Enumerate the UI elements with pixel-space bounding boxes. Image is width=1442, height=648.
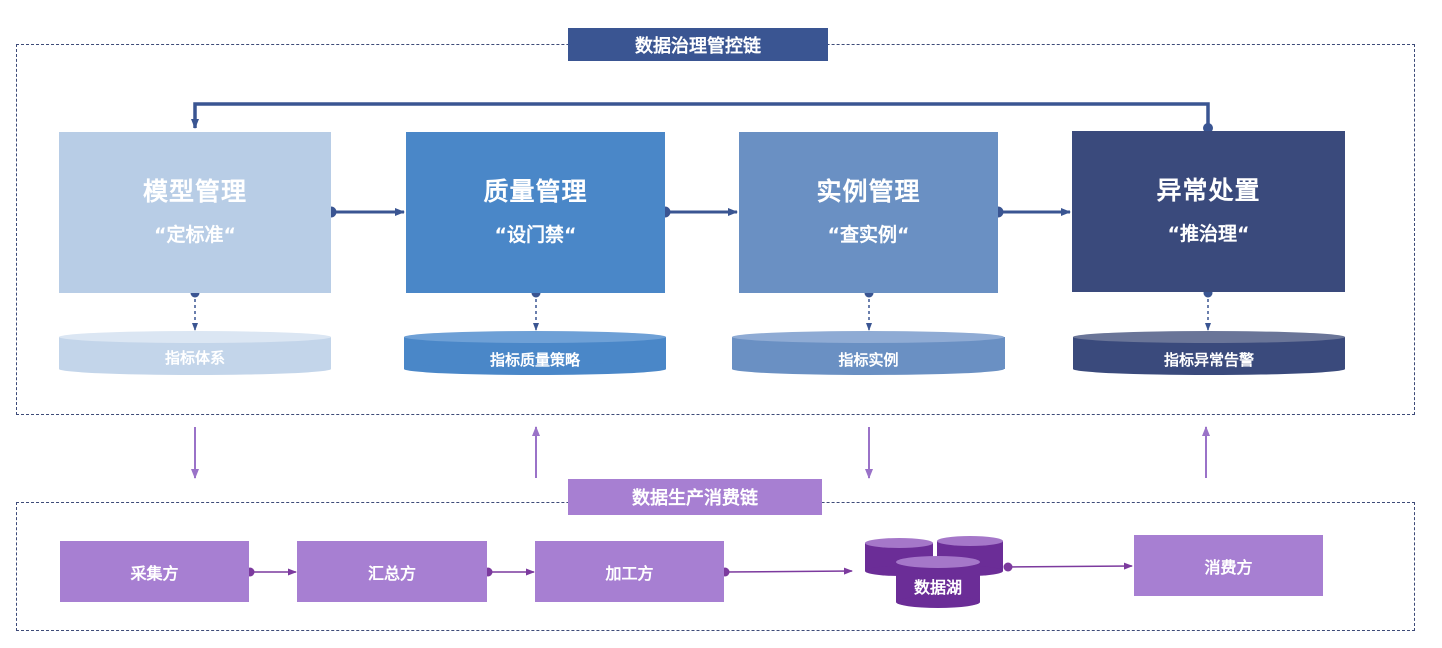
node-processor[interactable]: 加工方 xyxy=(535,541,724,602)
node-collector[interactable]: 采集方 xyxy=(60,541,249,602)
stage-subtitle: “查实例“ xyxy=(827,224,910,246)
node-consumer[interactable]: 消费方 xyxy=(1134,535,1323,596)
store-cylinder-index-system xyxy=(59,331,331,375)
data-lake-icon xyxy=(865,536,1003,608)
stage-title: 模型管理 xyxy=(142,177,247,206)
node-aggregator[interactable]: 汇总方 xyxy=(297,541,487,602)
stage-title: 质量管理 xyxy=(483,177,588,206)
feedback-loop-line xyxy=(191,102,1210,129)
store-label-exception-alerts: 指标异常告警 xyxy=(1163,350,1254,369)
stage-box-exception-handling[interactable]: 异常处置 “推治理“ xyxy=(1072,131,1345,292)
store-label-index-system: 指标体系 xyxy=(164,348,225,367)
stage-subtitle: “推治理“ xyxy=(1167,223,1250,245)
store-cylinder-quality-policy xyxy=(404,331,666,375)
store-cylinder-exception-alerts xyxy=(1073,331,1345,375)
stage-title: 异常处置 xyxy=(1156,176,1261,205)
feedback-loop-dot xyxy=(1203,123,1213,133)
production-link-4 xyxy=(1003,562,1133,572)
store-label-instances: 指标实例 xyxy=(838,350,899,369)
production-chain-title: 数据生产消费链 xyxy=(568,479,822,515)
stage-subtitle: “设门禁“ xyxy=(494,224,577,246)
stage-box-quality-management[interactable]: 质量管理 “设门禁“ xyxy=(406,132,665,293)
governance-chain-title: 数据治理管控链 xyxy=(568,28,828,61)
store-label-quality-policy: 指标质量策略 xyxy=(489,350,580,369)
stage-box-instance-management[interactable]: 实例管理 “查实例“ xyxy=(739,132,998,293)
store-cylinder-instances xyxy=(732,331,1005,375)
data-lake-label[interactable]: 数据湖 xyxy=(913,578,962,597)
stage-box-model-management[interactable]: 模型管理 “定标准“ xyxy=(59,132,331,293)
stage-title: 实例管理 xyxy=(816,177,921,206)
stage-subtitle: “定标准“ xyxy=(154,224,236,246)
